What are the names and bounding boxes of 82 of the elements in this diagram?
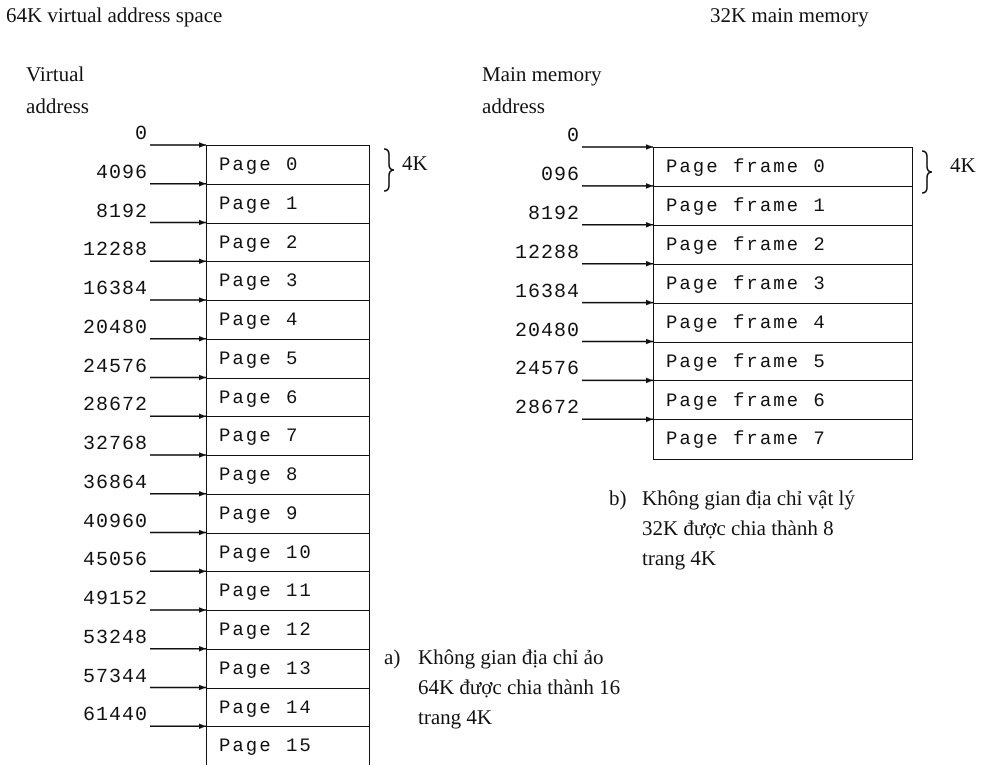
arrow bbox=[582, 260, 653, 266]
address-label: 0 bbox=[8, 123, 148, 149]
page-cell: Page frame 1 bbox=[653, 186, 913, 226]
arrow bbox=[150, 723, 206, 730]
page-cell: Page 4 bbox=[206, 300, 370, 340]
page-cell: Page frame 7 bbox=[653, 419, 913, 460]
address-label: 57344 bbox=[8, 666, 148, 692]
label: Virtual address bbox=[26, 61, 90, 120]
caption: b) bbox=[609, 485, 628, 512]
address-label: 28672 bbox=[8, 394, 148, 420]
arrow bbox=[150, 490, 206, 497]
address-label: 12288 bbox=[450, 242, 580, 268]
page-cell: Page 13 bbox=[206, 648, 370, 689]
address-label: 28672 bbox=[450, 397, 580, 424]
page-cell: Page 1 bbox=[206, 184, 370, 224]
address-label: 16384 bbox=[450, 280, 580, 307]
arrow bbox=[582, 416, 653, 422]
arrow bbox=[582, 222, 653, 228]
address-label: 0 bbox=[450, 125, 580, 151]
arrow bbox=[150, 684, 206, 690]
arrow bbox=[150, 336, 206, 342]
page-cell: Page frame 4 bbox=[653, 302, 913, 343]
address-label: 12288 bbox=[8, 239, 148, 266]
arrow bbox=[582, 378, 653, 384]
arrow bbox=[150, 646, 206, 652]
page-cell: Page 11 bbox=[206, 571, 370, 612]
address-label: 24576 bbox=[8, 356, 148, 382]
page-cell: Page 3 bbox=[206, 261, 370, 302]
page-cell: Page frame 0 bbox=[653, 147, 913, 188]
page-cell: Page 10 bbox=[206, 532, 370, 573]
address-label: 20480 bbox=[450, 320, 580, 346]
page-cell: Page 12 bbox=[206, 610, 370, 650]
arrow bbox=[150, 142, 206, 148]
page-cell: Page 0 bbox=[206, 145, 370, 186]
page-cell: Page 2 bbox=[206, 222, 370, 263]
caption: Không gian địa chỉ vật lý 32K được chia thành 8 trang 4K bbox=[642, 485, 856, 572]
arrow bbox=[150, 607, 206, 613]
arrow bbox=[150, 258, 206, 264]
address-label: 36864 bbox=[8, 472, 148, 498]
address-label: 49152 bbox=[8, 588, 148, 614]
address-label: 53248 bbox=[8, 626, 148, 653]
address-label: 32768 bbox=[8, 433, 148, 459]
address-label: 45056 bbox=[8, 549, 148, 576]
address-label: 8192 bbox=[450, 202, 580, 229]
caption: Không gian địa chỉ ảo 64K được chia thành 16 trang 4K bbox=[418, 644, 622, 731]
arrow bbox=[150, 180, 206, 187]
arrow bbox=[150, 297, 206, 303]
page-cell: Page 7 bbox=[206, 416, 370, 456]
arrow bbox=[150, 568, 206, 574]
label: 4K bbox=[950, 152, 977, 178]
page-cell: Page 5 bbox=[206, 338, 370, 379]
caption: a) bbox=[384, 644, 402, 671]
label: Main memory address bbox=[482, 61, 603, 120]
address-label: 4096 bbox=[8, 162, 148, 188]
arrow bbox=[582, 300, 653, 306]
arrow bbox=[150, 374, 206, 380]
label: 64K virtual address space bbox=[6, 2, 224, 28]
address-label: 8192 bbox=[8, 200, 148, 226]
address-label: 40960 bbox=[8, 510, 148, 536]
address-label: 096 bbox=[450, 164, 580, 190]
arrow bbox=[150, 452, 206, 458]
page-cell: Page frame 5 bbox=[653, 342, 913, 382]
arrow bbox=[150, 530, 206, 536]
address-label: 16384 bbox=[8, 278, 148, 304]
arrow bbox=[150, 413, 206, 420]
arrow bbox=[582, 338, 653, 344]
label: 4K bbox=[402, 150, 429, 176]
address-label: 20480 bbox=[8, 316, 148, 343]
arrow bbox=[582, 183, 653, 189]
page-cell: Page frame 6 bbox=[653, 380, 913, 421]
page-cell: Page frame 2 bbox=[653, 224, 913, 266]
page-cell: Page 14 bbox=[206, 688, 370, 728]
page-cell: Page 15 bbox=[206, 726, 370, 765]
address-label: 24576 bbox=[450, 358, 580, 384]
address-label: 61440 bbox=[8, 704, 148, 730]
page-cell: Page 8 bbox=[206, 455, 370, 496]
page-cell: Page 9 bbox=[206, 494, 370, 534]
arrow bbox=[150, 220, 206, 226]
label: 32K main memory bbox=[710, 2, 870, 28]
page-cell: Page frame 3 bbox=[653, 264, 913, 304]
arrow bbox=[582, 144, 653, 150]
page-cell: Page 6 bbox=[206, 378, 370, 418]
